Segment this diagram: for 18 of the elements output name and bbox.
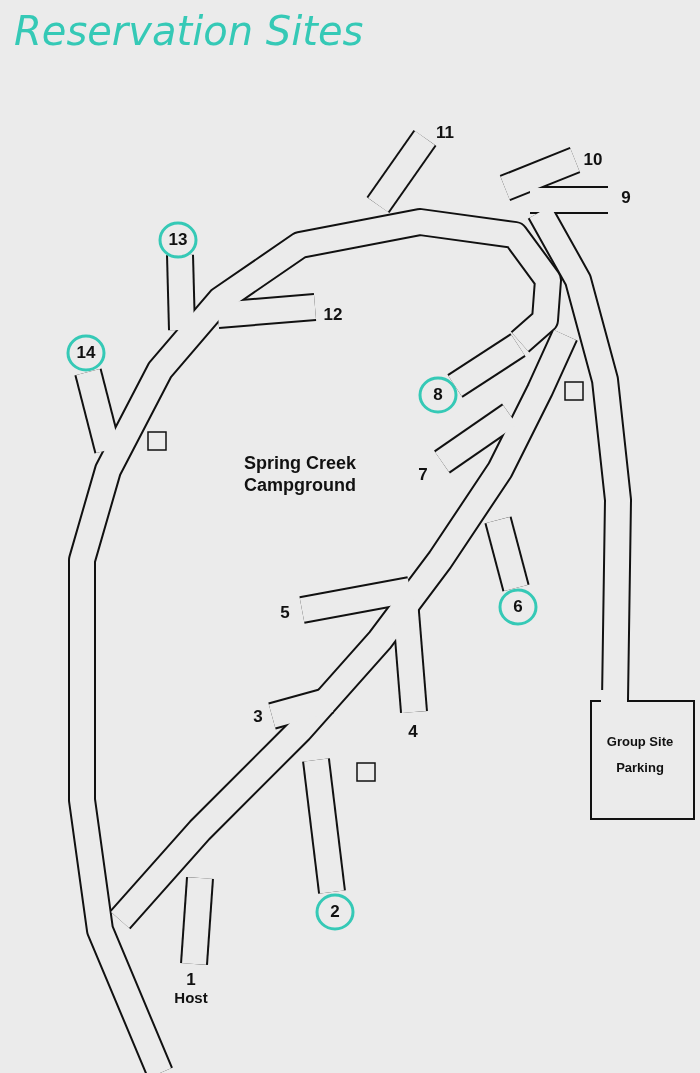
site-number: 6	[513, 596, 523, 618]
site-number: 2	[330, 901, 340, 923]
site-number: 12	[323, 304, 343, 326]
site-number: 7	[418, 464, 428, 486]
site-number: 4	[408, 721, 418, 743]
site-number: 10	[583, 149, 603, 171]
site-number: 11	[436, 122, 454, 144]
site-number: 9	[621, 187, 631, 209]
site-number: 3	[253, 706, 263, 728]
site-number: 14	[76, 342, 96, 364]
campground-name: Spring Creek Campground	[242, 453, 357, 497]
site-number: 5	[280, 602, 290, 624]
handwritten-title: Reservation Sites	[14, 8, 364, 54]
host-label: Host	[174, 989, 208, 1007]
site-number: 13	[168, 229, 188, 251]
site-number: 8	[433, 384, 443, 406]
parking-label: Group Site Parking	[605, 733, 675, 777]
site-number: 1	[186, 969, 196, 991]
